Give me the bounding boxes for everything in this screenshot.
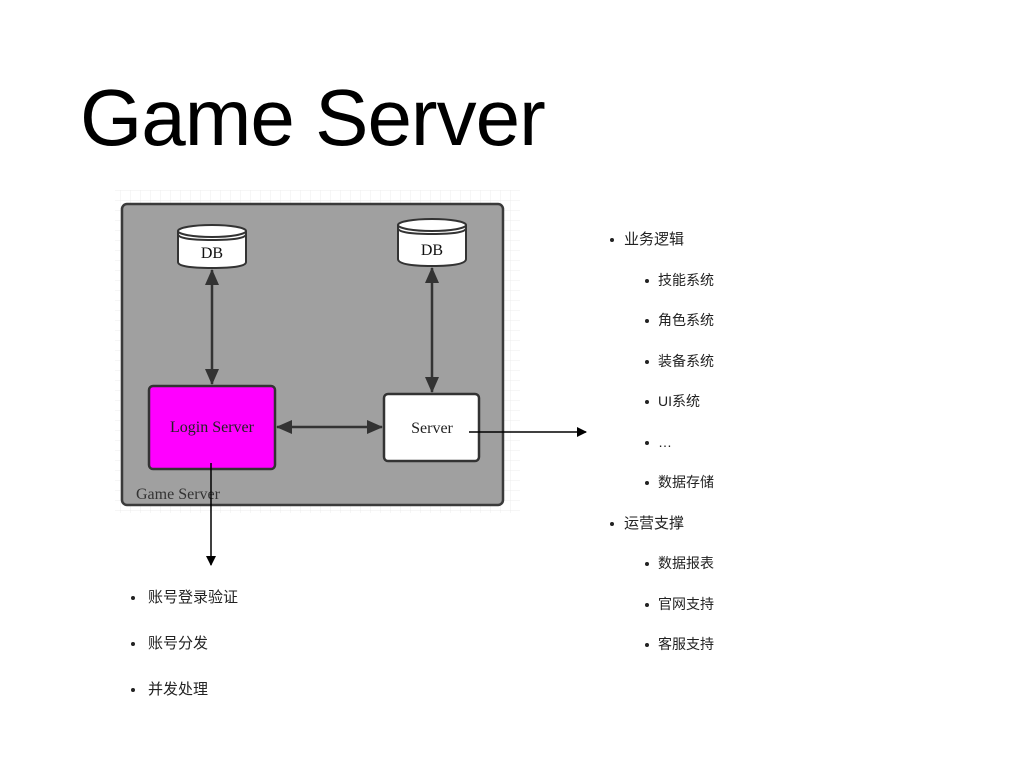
list-item: 角色系统 xyxy=(608,313,714,354)
container-label: Game Server xyxy=(136,486,221,503)
list-item: 运营支撑 xyxy=(608,516,714,557)
list-item: 客服支持 xyxy=(608,637,714,678)
bottom-bullet-list: 账号登录验证 账号分发 并发处理 xyxy=(130,590,238,728)
login-server-node: Login Server xyxy=(147,384,277,471)
list-item: … xyxy=(608,435,714,476)
right-bullet-list: 业务逻辑 技能系统 角色系统 装备系统 UI系统 … 数据存储 运营支撑 数据报… xyxy=(608,232,714,678)
server-label: Server xyxy=(411,420,453,437)
server-node: Server xyxy=(382,392,481,463)
list-item: 并发处理 xyxy=(130,682,238,728)
list-item: 数据报表 xyxy=(608,556,714,597)
list-item: 数据存储 xyxy=(608,475,714,516)
slide-title: Game Server xyxy=(80,73,546,162)
list-item: 装备系统 xyxy=(608,354,714,395)
list-item: 账号登录验证 xyxy=(130,590,238,636)
list-item: 官网支持 xyxy=(608,597,714,638)
db-right-node: DB xyxy=(397,218,467,268)
list-item: UI系统 xyxy=(608,394,714,435)
db-right-label: DB xyxy=(421,242,443,259)
list-item: 技能系统 xyxy=(608,273,714,314)
login-server-label: Login Server xyxy=(170,419,255,436)
list-item: 业务逻辑 xyxy=(608,232,714,273)
db-left-node: DB xyxy=(177,224,247,270)
db-left-label: DB xyxy=(201,245,223,262)
list-item: 账号分发 xyxy=(130,636,238,682)
